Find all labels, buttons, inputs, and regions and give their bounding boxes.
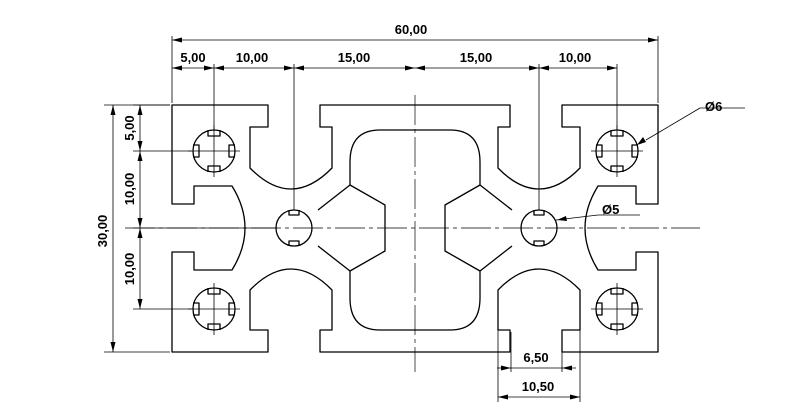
diagonal-webs bbox=[317, 184, 513, 272]
corner-core-holes bbox=[192, 129, 639, 331]
arrowheads bbox=[110, 37, 658, 400]
central-chamber bbox=[349, 129, 481, 331]
dim-slot-inner: 6,50 bbox=[523, 350, 548, 365]
hole-centerlines bbox=[188, 125, 643, 335]
dim-v-10-lower: 10,00 bbox=[122, 253, 137, 286]
leader-lines bbox=[555, 107, 745, 221]
dim-seg-5: 5,00 bbox=[180, 50, 205, 65]
dim-slot-outer: 10,50 bbox=[522, 379, 555, 394]
dim-seg-15-right: 15,00 bbox=[460, 50, 493, 65]
dim-seg-15-left: 15,00 bbox=[338, 50, 371, 65]
dim-v-10-upper: 10,00 bbox=[122, 173, 137, 206]
vertical-dimension-lines bbox=[112, 105, 141, 352]
profile-outline bbox=[171, 104, 659, 353]
dim-overall-width: 60,00 bbox=[395, 22, 428, 37]
dim-diameter-5: Ø5 bbox=[602, 202, 619, 217]
dim-diameter-6: Ø6 bbox=[705, 99, 722, 114]
extension-lines bbox=[104, 36, 659, 402]
dim-seg-10-left: 10,00 bbox=[236, 50, 269, 65]
dim-seg-10-right: 10,00 bbox=[559, 50, 592, 65]
dim-height-total: 30,00 bbox=[95, 215, 110, 248]
dim-v-5: 5,00 bbox=[122, 115, 137, 140]
